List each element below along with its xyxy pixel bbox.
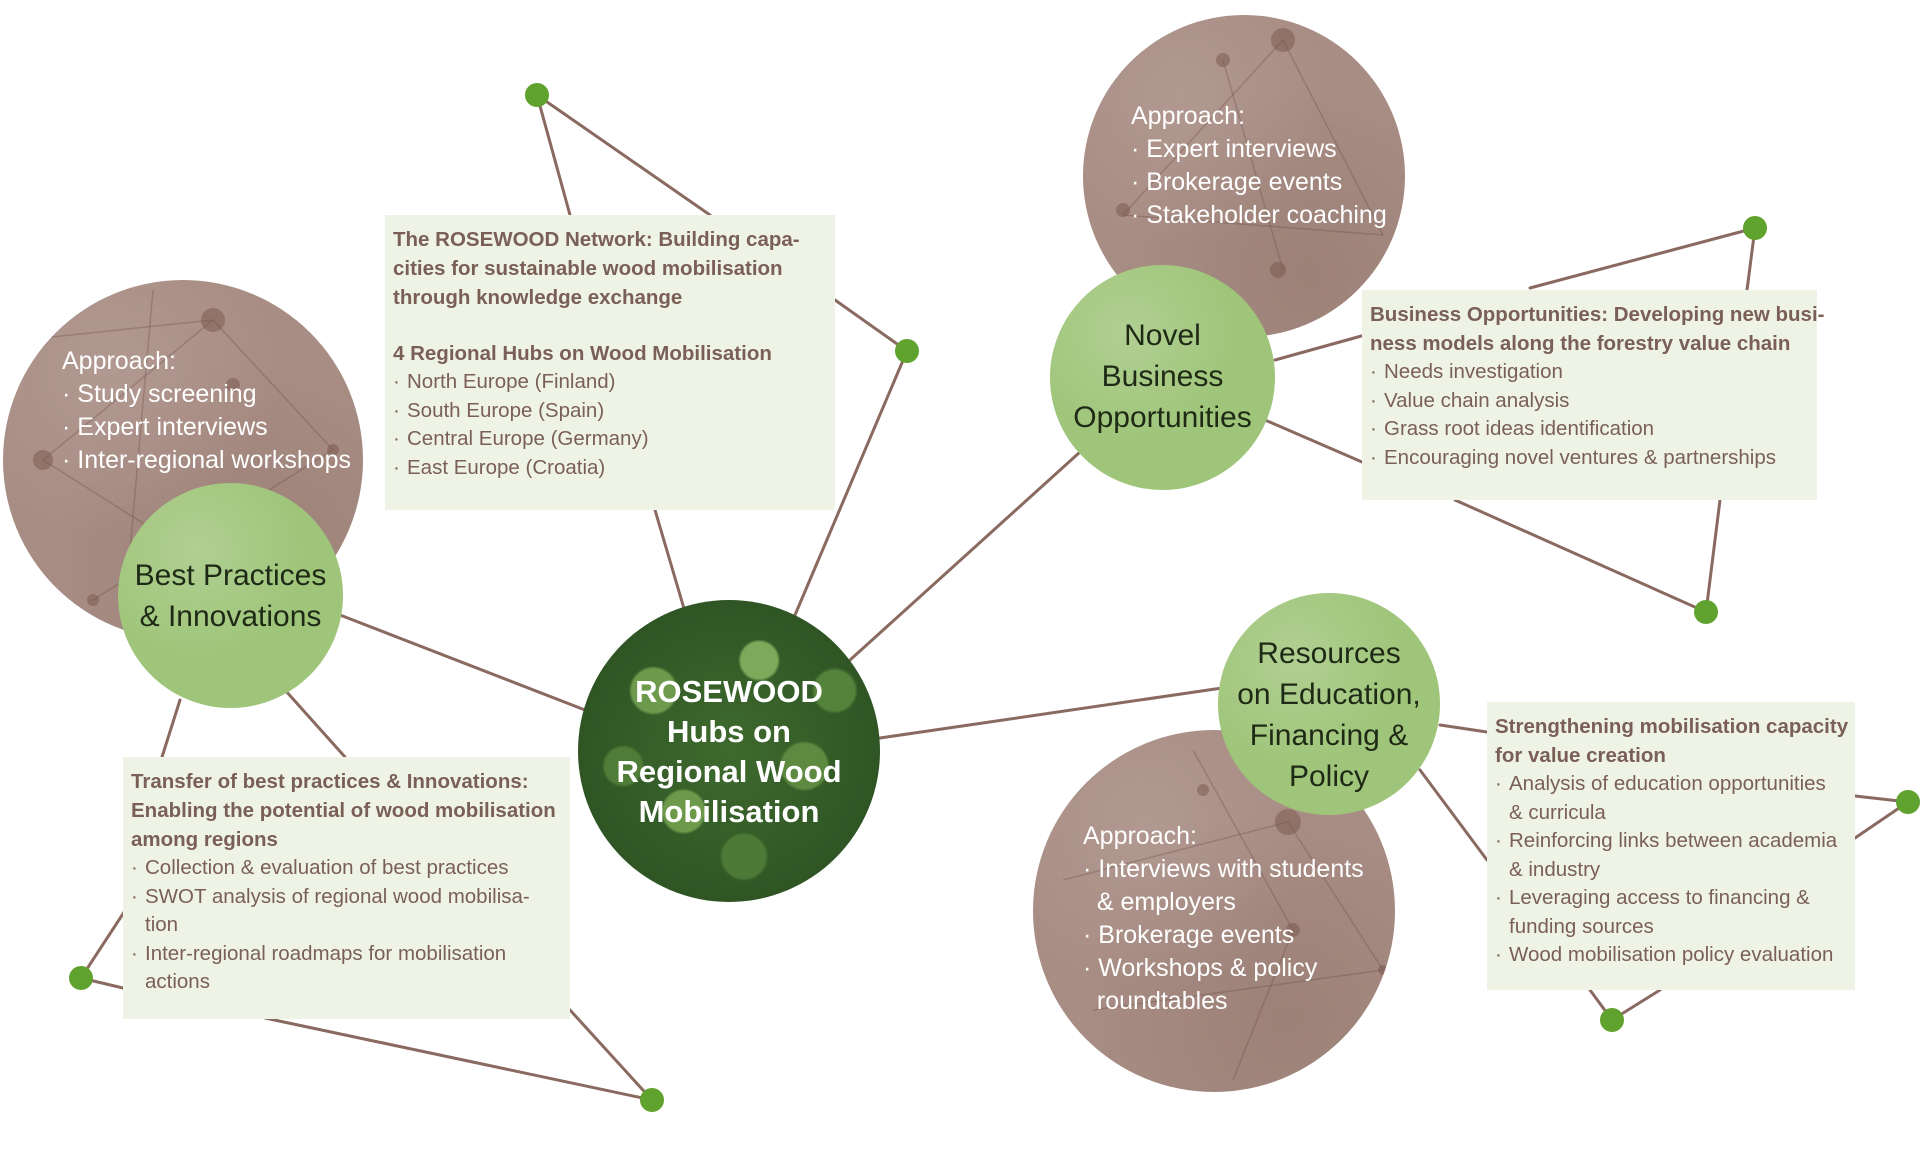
- hub-title-line: ROSEWOOD: [635, 674, 823, 709]
- approach-item-continuation: roundtables: [1096, 987, 1228, 1015]
- hub-title-line: Hubs on: [667, 714, 791, 749]
- topic-title-best-practices: Best Practices & Innovations: [118, 555, 343, 637]
- approach-item: · Brokerage events: [1083, 921, 1295, 949]
- topic-title-line: Resources: [1257, 637, 1401, 670]
- approach-list-business: Approach: · Expert interviews · Brokerag…: [1131, 100, 1387, 232]
- topic-title-line: Financing &: [1249, 719, 1409, 752]
- topic-title-business: Novel Business Opportunities: [1050, 315, 1275, 438]
- hub-title-line: Regional Wood: [616, 754, 842, 789]
- box-title: The ROSEWOOD Network: Building capa- cit…: [393, 228, 800, 309]
- center-hub-title: ROSEWOOD Hubs on Regional Wood Mobilisat…: [578, 672, 880, 832]
- list-item: Value chain analysis: [1370, 387, 1809, 416]
- topic-title-resources: Resources on Education, Financing & Poli…: [1208, 633, 1450, 797]
- list-item: Analysis of education opportunities& cur…: [1495, 770, 1847, 827]
- list-item: Leveraging access to financing &funding …: [1495, 884, 1847, 941]
- node-dot-group: [69, 83, 1920, 1112]
- list-item: Reinforcing links between academia& indu…: [1495, 827, 1847, 884]
- topic-title-line: Best Practices: [134, 559, 327, 592]
- list-item: Inter-regional roadmaps for mobilisation…: [131, 940, 562, 997]
- resources-info-box: Strengthening mobilisation capacity for …: [1487, 702, 1855, 990]
- center-hub-circle: [578, 600, 880, 902]
- node-dot: [1600, 1008, 1624, 1032]
- approach-item: · Stakeholder coaching: [1131, 201, 1387, 229]
- topic-title-line: Business: [1101, 360, 1224, 393]
- topic-title-line: & Innovations: [139, 600, 322, 633]
- box-subtitle: 4 Regional Hubs on Wood Mobilisation: [393, 342, 772, 365]
- network-texture: [1116, 28, 1384, 278]
- box-item-list: Analysis of education opportunities& cur…: [1495, 770, 1847, 970]
- box-title: Strengthening mobilisation capacity for …: [1495, 715, 1849, 767]
- hub-title-line: Mobilisation: [638, 794, 820, 829]
- approach-item: · Expert interviews: [62, 413, 268, 441]
- node-dot: [525, 83, 549, 107]
- approach-item: · Inter-regional workshops: [62, 446, 352, 474]
- topic-circle-best-practices: [118, 483, 343, 708]
- list-item: Central Europe (Germany): [393, 425, 827, 454]
- list-item: South Europe (Spain): [393, 397, 827, 426]
- topic-title-line: Policy: [1288, 760, 1370, 793]
- approach-item-continuation: & employers: [1096, 888, 1236, 916]
- approach-circle-resources: [1033, 730, 1395, 1092]
- approach-list-best-practices: Approach: · Study screening · Expert int…: [62, 345, 351, 477]
- list-item: Wood mobilisation policy evaluation: [1495, 941, 1847, 970]
- node-dot: [69, 966, 93, 990]
- approach-heading: Approach:: [62, 347, 176, 375]
- node-dot: [1896, 790, 1920, 814]
- list-item: Collection & evaluation of best practice…: [131, 854, 562, 883]
- approach-heading: Approach:: [1131, 102, 1245, 130]
- business-info-box: Business Opportunities: Developing new b…: [1362, 290, 1825, 500]
- list-item: Encouraging novel ventures & partnership…: [1370, 444, 1809, 473]
- box-title: Transfer of best practices & Innovations…: [131, 770, 556, 851]
- topic-circle-resources: [1218, 593, 1440, 815]
- node-dot: [1694, 600, 1718, 624]
- node-dot: [895, 339, 919, 363]
- list-item: North Europe (Finland): [393, 368, 827, 397]
- list-item: SWOT analysis of regional wood mobilisa-…: [131, 883, 562, 940]
- topic-title-line: Opportunities: [1073, 401, 1252, 434]
- topic-title-line: Novel: [1124, 319, 1201, 352]
- approach-item: · Expert interviews: [1131, 135, 1337, 163]
- box-item-list: North Europe (Finland) South Europe (Spa…: [393, 368, 827, 482]
- network-texture: [1062, 749, 1388, 1081]
- box-item-list: Needs investigation Value chain analysis…: [1370, 358, 1809, 472]
- approach-item: · Brokerage events: [1131, 168, 1343, 196]
- approach-item: · Workshops & policy: [1083, 954, 1318, 982]
- node-dot: [1743, 216, 1767, 240]
- topic-circle-business: [1050, 265, 1275, 490]
- topic-title-line: on Education,: [1237, 678, 1421, 711]
- list-item: East Europe (Croatia): [393, 454, 827, 483]
- network-info-box: The ROSEWOOD Network: Building capa- cit…: [385, 215, 835, 510]
- approach-item: · Study screening: [62, 380, 257, 408]
- list-item: Needs investigation: [1370, 358, 1809, 387]
- best-practices-info-box: Transfer of best practices & Innovations…: [123, 757, 570, 1019]
- list-item: Grass root ideas identification: [1370, 415, 1809, 444]
- box-item-list: Collection & evaluation of best practice…: [131, 854, 562, 997]
- approach-list-resources: Approach: · Interviews with students & e…: [1083, 820, 1364, 1018]
- approach-item: · Interviews with students: [1083, 855, 1364, 883]
- approach-heading: Approach:: [1083, 822, 1197, 850]
- node-dot: [640, 1088, 664, 1112]
- box-title: Business Opportunities: Developing new b…: [1370, 303, 1825, 355]
